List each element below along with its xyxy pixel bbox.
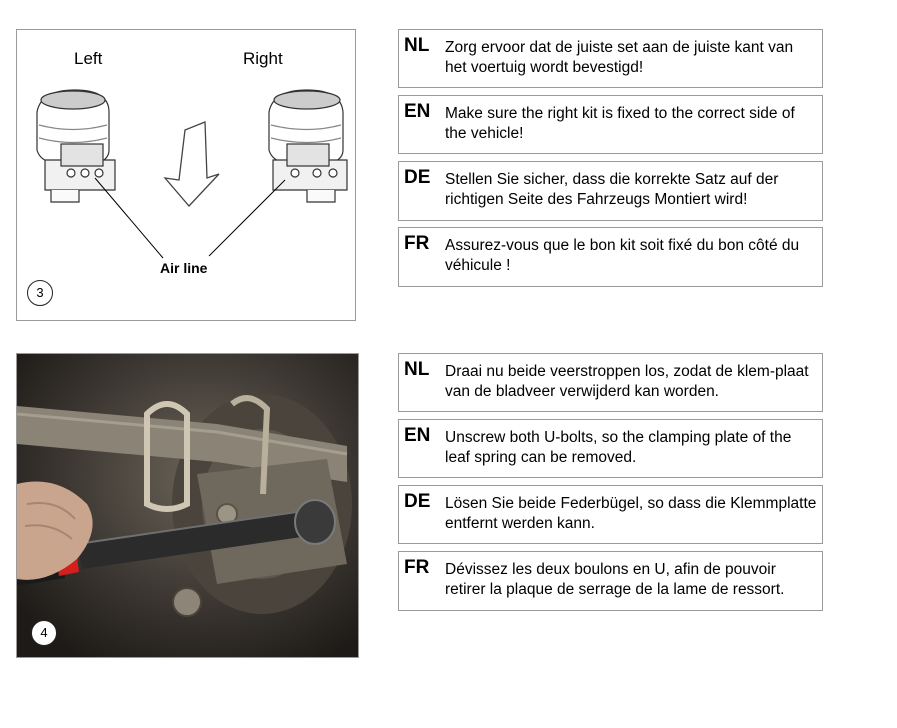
instruction-de: DE Lösen Sie beide Federbügel, so dass d… — [398, 485, 823, 544]
u-bolt-photo — [17, 354, 358, 657]
arrow-down-icon — [163, 121, 220, 207]
step-number-badge: 3 — [27, 280, 53, 306]
language-code: FR — [404, 557, 430, 578]
instruction-nl: NL Draai nu beide veerstroppen los, zoda… — [398, 353, 823, 412]
instruction-text: Zorg ervoor dat de juiste set aan de jui… — [445, 39, 794, 76]
instruction-de: DE Stellen Sie sicher, dass die korrekte… — [398, 161, 823, 221]
left-air-spring — [36, 89, 116, 203]
language-code: NL — [404, 35, 430, 56]
language-code: EN — [404, 101, 431, 122]
instruction-text: Unscrew both U-bolts, so the clamping pl… — [445, 429, 792, 466]
step4-photo: 4 — [16, 353, 359, 658]
instruction-fr: FR Dévissez les deux boulons en U, afin … — [398, 551, 823, 611]
u-bolt — [144, 401, 190, 512]
instruction-text: Make sure the right kit is fixed to the … — [445, 105, 795, 142]
language-code: FR — [404, 233, 430, 254]
language-code: NL — [404, 359, 430, 380]
instruction-fr: FR Assurez-vous que le bon kit soit fixé… — [398, 227, 823, 287]
language-code: DE — [404, 167, 431, 188]
left-label: Left — [74, 49, 103, 68]
right-air-line-leader — [208, 179, 286, 257]
step3-diagram: Left Right Air line 3 — [16, 29, 356, 321]
instruction-en: EN Unscrew both U-bolts, so the clamping… — [398, 419, 823, 478]
hand — [17, 481, 93, 580]
language-code: DE — [404, 491, 431, 512]
instruction-text: Lösen Sie beide Federbügel, so dass die … — [445, 495, 817, 532]
left-air-line-leader — [94, 177, 164, 259]
instruction-text: Draai nu beide veerstroppen los, zodat d… — [445, 363, 809, 400]
right-air-spring — [268, 89, 348, 203]
air-line-label: Air line — [160, 260, 208, 276]
instruction-text: Assurez-vous que le bon kit soit fixé du… — [445, 237, 800, 274]
instruction-nl: NL Zorg ervoor dat de juiste set aan de … — [398, 29, 823, 88]
right-label: Right — [243, 49, 283, 68]
language-code: EN — [404, 425, 431, 446]
wrench — [77, 509, 322, 569]
instruction-text: Dévissez les deux boulons en U, afin de … — [445, 561, 785, 598]
instruction-text: Stellen Sie sicher, dass die korrekte Sa… — [445, 171, 779, 208]
step-number-badge: 4 — [31, 620, 57, 646]
air-spring-drawing — [36, 89, 348, 259]
instruction-en: EN Make sure the right kit is fixed to t… — [398, 95, 823, 154]
